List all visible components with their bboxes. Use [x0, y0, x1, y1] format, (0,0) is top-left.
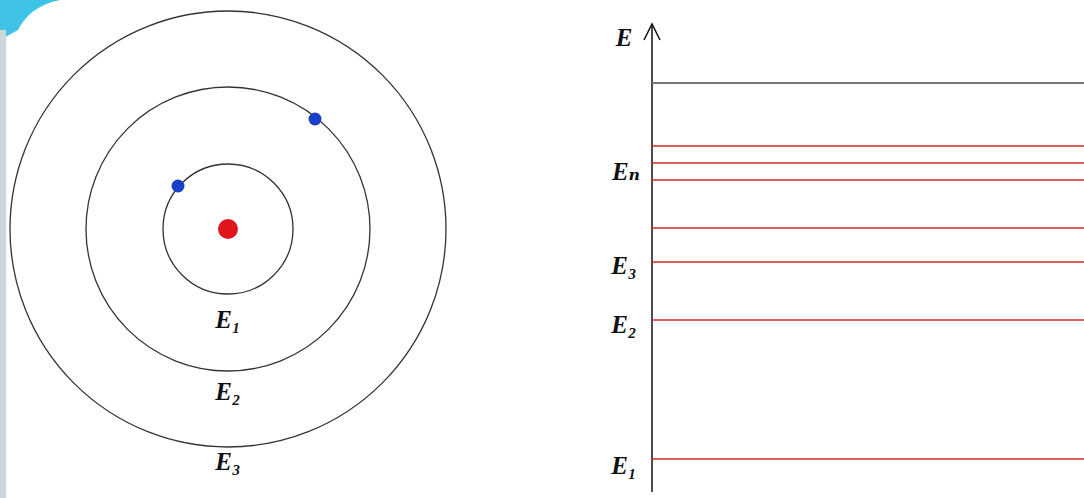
level-label: E₁ [611, 452, 636, 480]
level-label: Eₙ [612, 158, 640, 186]
energy-level [652, 261, 1084, 263]
level-label: E₃ [611, 252, 636, 280]
axis-arrowhead [644, 24, 660, 40]
energy-level [652, 145, 1084, 147]
corner-decoration [0, 0, 60, 40]
orbit-2 [86, 87, 370, 371]
orbit-label: E₂ [215, 378, 240, 406]
axis-label: E [616, 24, 633, 52]
level-label: E₂ [611, 311, 636, 339]
energy-axis [651, 24, 653, 492]
energy-levels [652, 146, 1084, 459]
energy-level [652, 458, 1084, 460]
ionization-level [652, 82, 1084, 84]
orbit-label: E₁ [215, 306, 240, 334]
energy-level [652, 227, 1084, 229]
orbit-3 [10, 11, 446, 447]
nucleus [218, 219, 238, 239]
electron [309, 113, 322, 126]
orbit-1 [163, 164, 293, 294]
energy-level [652, 319, 1084, 321]
electron [172, 180, 185, 193]
edge-decoration [0, 30, 6, 498]
orbit-label: E₃ [215, 448, 240, 476]
energy-level [652, 162, 1084, 164]
energy-level [652, 179, 1084, 181]
